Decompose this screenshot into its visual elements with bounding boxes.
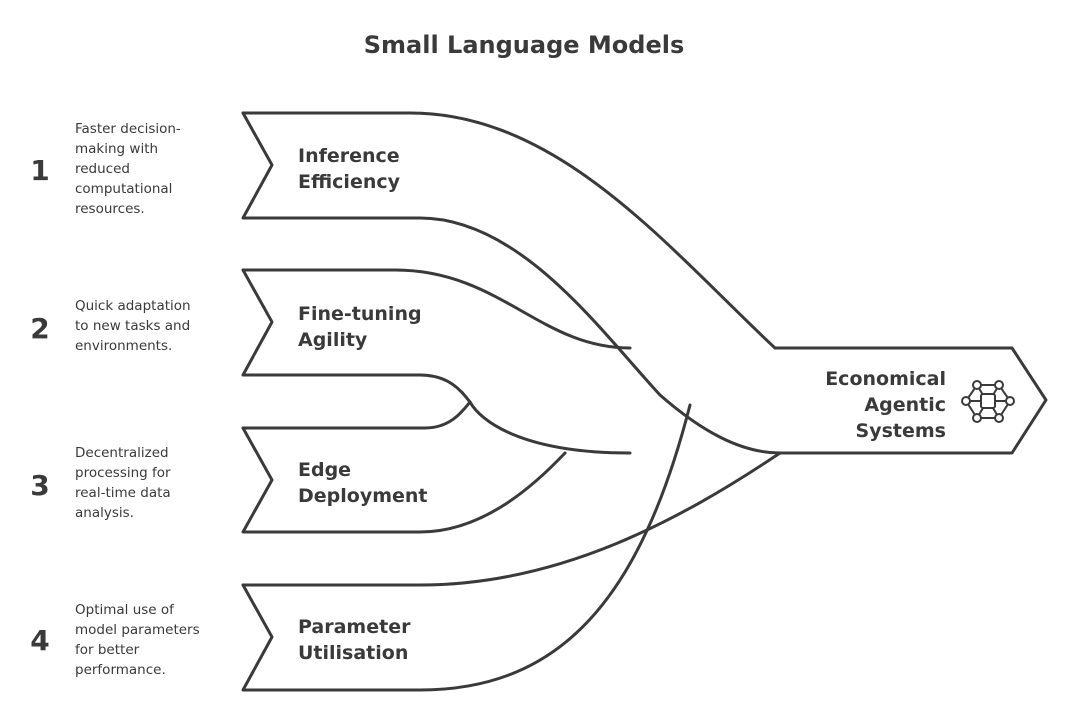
svg-text:Systems: Systems	[856, 420, 946, 442]
description-2: Quick adaptation to new tasks and enviro…	[75, 298, 191, 354]
svg-text:Faster decision-: Faster decision-	[75, 121, 181, 137]
band-parameter-utilisation	[241, 451, 782, 587]
svg-text:performance.: performance.	[75, 662, 166, 678]
svg-text:environments.: environments.	[75, 338, 172, 354]
svg-text:making with: making with	[75, 141, 158, 157]
svg-text:Quick adaptation: Quick adaptation	[75, 298, 191, 314]
svg-text:Utilisation: Utilisation	[298, 642, 408, 664]
svg-text:model parameters: model parameters	[75, 622, 200, 638]
svg-text:Inference: Inference	[298, 145, 400, 167]
label-parameter-utilisation: Parameter Utilisation	[298, 616, 411, 664]
svg-text:Decentralized: Decentralized	[75, 445, 169, 461]
svg-text:Agility: Agility	[298, 329, 368, 351]
svg-text:processing for: processing for	[75, 465, 171, 481]
svg-text:Optimal use of: Optimal use of	[75, 602, 175, 618]
svg-text:real-time data: real-time data	[75, 485, 171, 501]
svg-text:Economical: Economical	[825, 368, 946, 390]
svg-text:Parameter: Parameter	[298, 616, 411, 638]
svg-text:reduced: reduced	[75, 161, 130, 177]
svg-text:Efficiency: Efficiency	[298, 171, 401, 193]
step-number-2: 2	[30, 312, 49, 345]
diagram-title: Small Language Models	[364, 31, 684, 59]
band-edge-deployment	[241, 400, 472, 430]
description-1: Faster decision- making with reduced com…	[75, 121, 181, 217]
label-edge-deployment: Edge Deployment	[298, 459, 428, 507]
svg-text:computational: computational	[75, 181, 172, 197]
step-number-4: 4	[30, 624, 49, 657]
svg-text:Deployment: Deployment	[298, 485, 428, 507]
svg-text:Agentic: Agentic	[864, 394, 946, 416]
label-economical-agentic-systems: Economical Agentic Systems	[825, 368, 946, 442]
description-3: Decentralized processing for real-time d…	[75, 445, 171, 521]
step-number-3: 3	[30, 469, 49, 502]
svg-text:to new tasks and: to new tasks and	[75, 318, 190, 334]
network-hub-icon	[961, 380, 1015, 423]
svg-text:Edge: Edge	[298, 459, 351, 481]
band-inference-efficiency	[241, 111, 777, 350]
step-number-1: 1	[30, 154, 49, 187]
svg-text:Fine-tuning: Fine-tuning	[298, 303, 422, 325]
svg-text:for better: for better	[75, 642, 140, 658]
svg-text:analysis.: analysis.	[75, 505, 134, 521]
description-4: Optimal use of model parameters for bett…	[75, 602, 200, 678]
svg-text:resources.: resources.	[75, 201, 145, 217]
flow-graphic	[241, 111, 1048, 692]
label-fine-tuning-agility: Fine-tuning Agility	[298, 303, 422, 351]
band-fine-tuning-agility	[241, 268, 632, 350]
label-inference-efficiency: Inference Efficiency	[298, 145, 401, 193]
output-arrow	[773, 346, 1048, 455]
